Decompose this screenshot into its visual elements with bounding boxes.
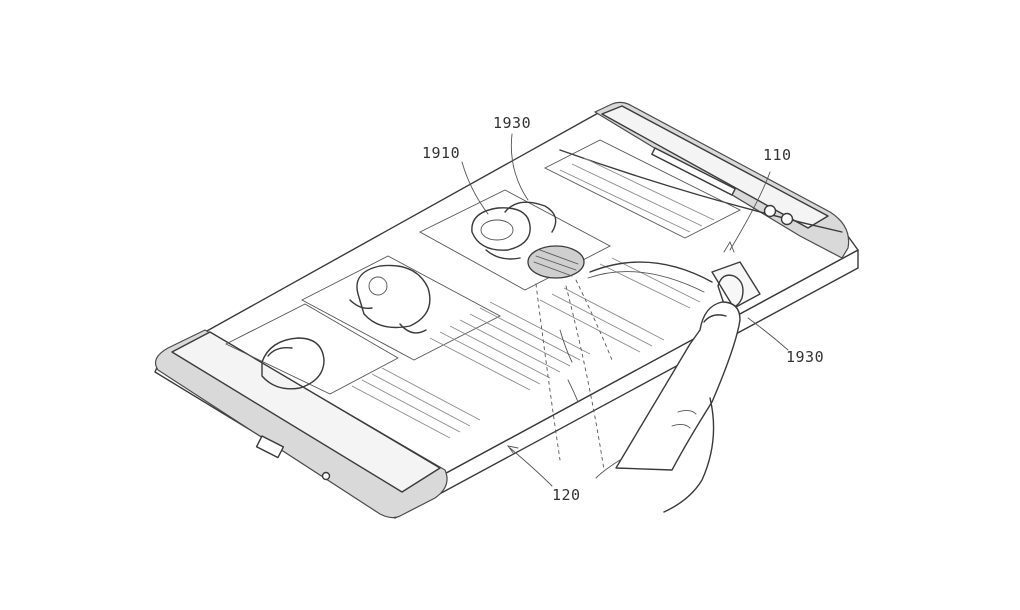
label-1910: 1910 (422, 144, 460, 162)
device-body (154, 101, 859, 519)
label-1930-top: 1930 (493, 114, 531, 132)
selected-object-1930 (527, 245, 713, 293)
earphone-image-2 (349, 264, 431, 334)
label-110: 110 (763, 146, 792, 164)
drag-motion-lines (535, 279, 613, 471)
label-1930-right: 1930 (786, 348, 824, 366)
earphone-image-3 (261, 337, 325, 390)
finger-hand (595, 301, 741, 513)
label-120: 120 (552, 486, 581, 504)
reference-numerals: 1910 1930 110 1930 120 (422, 114, 824, 504)
earphone-image-1910 (471, 201, 557, 260)
leader-lines (461, 133, 789, 487)
main-display-content (224, 139, 741, 439)
